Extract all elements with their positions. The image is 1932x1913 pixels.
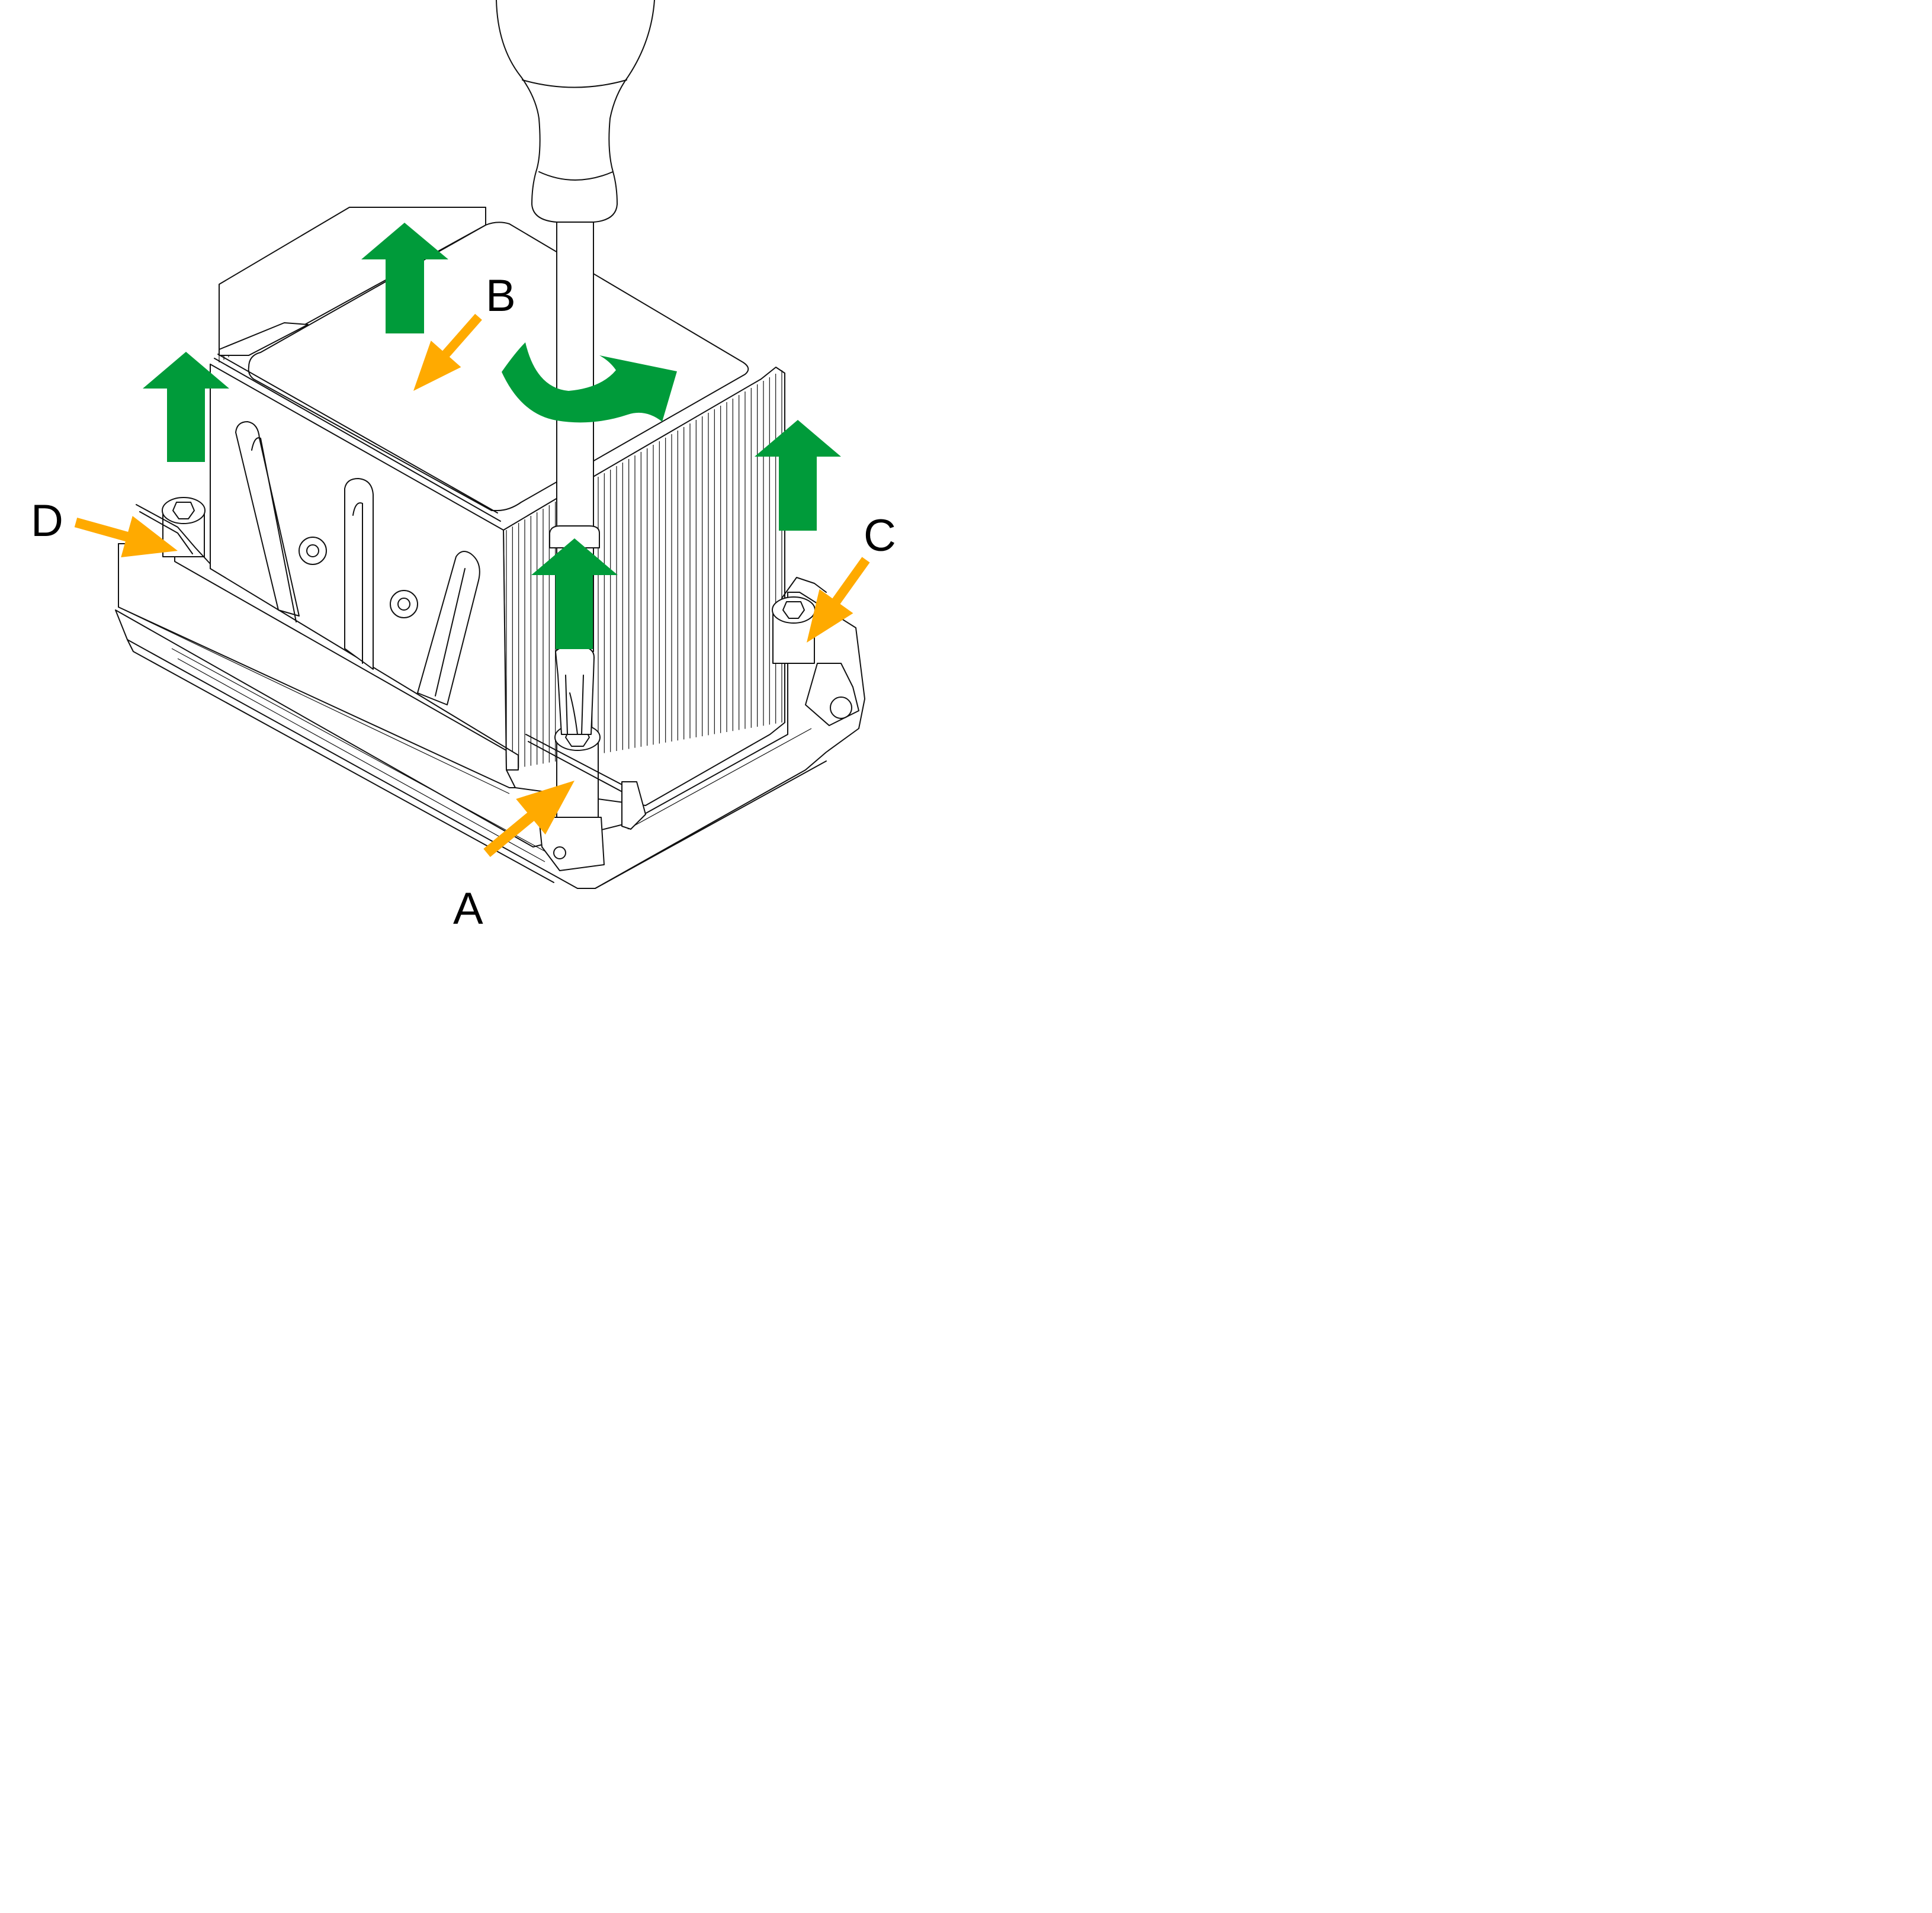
- heatsink-removal-diagram: B D C A: [0, 0, 929, 929]
- arrow-up-icon: [531, 538, 618, 649]
- arrow-up-icon: [361, 223, 448, 333]
- lift-arrow-right: [755, 420, 841, 531]
- arrow-up-icon: [755, 420, 841, 531]
- rotate-clockwise-icon: [502, 342, 677, 423]
- lift-arrow-top: [361, 223, 448, 333]
- arrow-up-icon: [143, 352, 229, 462]
- callout-arrow-d: [74, 516, 178, 557]
- lift-arrow-center: [531, 538, 618, 649]
- callout-arrow-c: [807, 557, 870, 643]
- rotate-arrow: [502, 342, 677, 423]
- callout-arrow-a: [483, 781, 575, 857]
- screw-d: [136, 497, 211, 564]
- screwdriver-icon: [496, 0, 655, 735]
- heatsink-shroud: [210, 354, 519, 771]
- callout-arrow-b: [413, 313, 482, 391]
- label-c: C: [864, 511, 896, 561]
- label-a: A: [453, 884, 483, 929]
- screw-c: [772, 577, 859, 726]
- label-d: D: [31, 496, 63, 546]
- mounting-bracket: [115, 543, 865, 889]
- label-b: B: [486, 271, 516, 321]
- lift-arrow-left: [143, 352, 229, 462]
